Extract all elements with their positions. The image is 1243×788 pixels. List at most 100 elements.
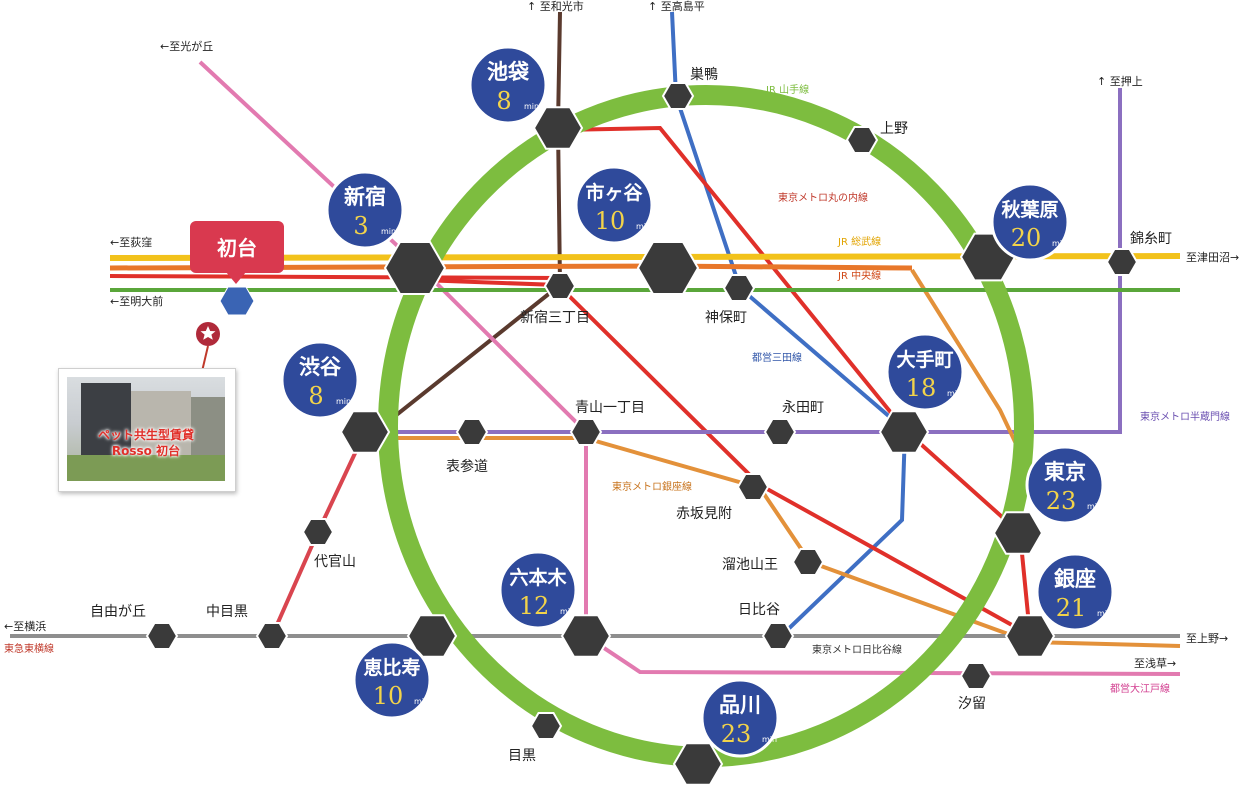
travel-bubble-unit: min — [1052, 239, 1067, 248]
travel-bubble-station: 渋谷 — [299, 355, 342, 379]
home-station-marker[interactable] — [219, 286, 255, 316]
travel-bubble-circle — [885, 332, 965, 412]
travel-bubble-minutes: 10 — [595, 207, 626, 235]
hub-shinjuku[interactable] — [383, 241, 447, 295]
label-meguro: 目黒 — [508, 748, 536, 764]
station-nakameguro[interactable] — [255, 622, 289, 650]
travel-bubble-minutes: 8 — [496, 87, 511, 115]
travel-bubble[interactable]: 恵比寿 10 min — [352, 640, 432, 720]
label-sobu: JR 総武線 — [837, 235, 881, 248]
property-caption: ペット共生型賃貸 Rosso 初台 — [67, 427, 225, 459]
dir-yokohama: ←至横浜 — [4, 619, 46, 633]
station-meguro[interactable] — [529, 712, 563, 740]
hanzomon-line — [370, 88, 1122, 434]
travel-bubble-station: 池袋 — [487, 60, 530, 84]
building-shape — [81, 383, 131, 463]
label-sugamo: 巣鴨 — [690, 67, 718, 83]
travel-bubble-minutes: 12 — [519, 592, 550, 620]
travel-bubble-station: 市ヶ谷 — [585, 181, 643, 204]
station-shiodome[interactable] — [959, 662, 993, 690]
station-badge-box[interactable] — [190, 221, 284, 273]
label-kinshicho: 錦糸町 — [1130, 230, 1172, 247]
station-badge-pointer — [226, 272, 246, 284]
hub-roppongi[interactable] — [560, 614, 612, 658]
station-labels: 巣鴨 上野 錦糸町 新宿三丁目 神保町 青山一丁目 永田町 表参道 赤坂見附 溜… — [90, 67, 1172, 764]
property-photo: ペット共生型賃貸 Rosso 初台 — [67, 377, 225, 481]
travel-bubble-unit: min — [762, 735, 777, 744]
dir-hikarigaoka: ←至光が丘 — [160, 39, 213, 53]
travel-bubble-station: 恵比寿 — [363, 656, 420, 679]
station-tameike-sanno[interactable] — [791, 548, 825, 576]
property-caption-line2: Rosso 初台 — [111, 444, 181, 458]
station-jiyugaoka[interactable] — [145, 622, 179, 650]
hub-ebisu[interactable] — [406, 614, 458, 658]
travel-bubble-station: 東京 — [1044, 460, 1086, 484]
travel-bubble-unit: min — [1087, 502, 1102, 511]
travel-bubble-unit: min — [636, 222, 651, 231]
label-hibiya: 日比谷 — [738, 602, 780, 618]
travel-bubble-minutes: 18 — [906, 374, 937, 402]
travel-bubble-circle — [1035, 552, 1115, 632]
travel-bubble-minutes: 10 — [373, 682, 404, 710]
label-jimbocho: 神保町 — [705, 310, 747, 326]
travel-bubble-circle — [280, 340, 360, 420]
ginza-branch — [910, 268, 1020, 449]
travel-bubble-circle — [468, 45, 548, 125]
dir-asakusa: 至浅草→ — [1134, 657, 1176, 670]
label-oedo: 都営大江戸線 — [1110, 682, 1170, 695]
label-toyoko: 東急東横線 — [4, 642, 54, 655]
label-akasaka-mitsuke: 赤坂見附 — [676, 506, 732, 522]
travel-bubble-minutes: 21 — [1056, 594, 1087, 622]
travel-bubble-station: 品川 — [719, 693, 761, 717]
direction-labels: ↑ 至和光市 ↑ 至高島平 ↑ 至押上 ←至光が丘 ←至荻窪 ←至明大前 至津田… — [4, 0, 1239, 670]
station-sugamo[interactable] — [661, 82, 695, 110]
property-photo-card[interactable]: ペット共生型賃貸 Rosso 初台 — [58, 368, 236, 492]
dir-kamino: 至上野→ — [1186, 632, 1228, 645]
station-hibiya[interactable] — [761, 622, 795, 650]
label-omotesando: 表参道 — [446, 458, 488, 475]
station-badge-label: 初台 — [217, 236, 257, 260]
station-daikanyama[interactable] — [301, 518, 335, 546]
pin-star-icon — [200, 326, 216, 340]
travel-bubble-circle — [325, 170, 405, 250]
hub-otemachi[interactable] — [878, 410, 930, 454]
label-nakameguro: 中目黒 — [206, 604, 248, 620]
hub-ginza[interactable] — [1004, 614, 1056, 658]
dir-takashimadaira: ↑ 至高島平 — [648, 0, 705, 13]
station-ueno[interactable] — [845, 126, 879, 154]
travel-bubble-unit: min — [524, 102, 539, 111]
travel-bubble-circle — [498, 550, 578, 630]
property-caption-line1: ペット共生型賃貸 — [97, 428, 194, 442]
travel-bubble-unit: min — [336, 397, 351, 406]
building-shape — [131, 391, 191, 463]
station-shinjuku-sanchome[interactable] — [543, 272, 577, 300]
station-aoyama-itchome[interactable] — [569, 418, 603, 446]
station-jimbocho[interactable] — [722, 274, 756, 302]
station-kinshicho[interactable] — [1105, 248, 1139, 276]
travel-bubble-station: 大手町 — [896, 348, 953, 371]
travel-bubble[interactable]: 池袋 8 min — [468, 45, 548, 125]
travel-bubble-unit: min — [414, 697, 429, 706]
hub-ichigaya[interactable] — [636, 241, 700, 295]
travel-bubble[interactable]: 市ヶ谷 10 min — [574, 165, 654, 245]
label-nagatacho: 永田町 — [782, 400, 824, 416]
station-akasaka-mitsuke[interactable] — [736, 473, 770, 501]
dir-wakoshi: ↑ 至和光市 — [527, 0, 584, 13]
travel-bubble-unit: min — [560, 607, 575, 616]
hub-shibuya[interactable] — [339, 410, 391, 454]
station-nagatacho[interactable] — [763, 418, 797, 446]
keio-red-line — [109, 274, 561, 280]
station-omotesando[interactable] — [455, 418, 489, 446]
hub-ikebukuro[interactable] — [532, 106, 584, 150]
hub-tokyo[interactable] — [992, 511, 1044, 555]
